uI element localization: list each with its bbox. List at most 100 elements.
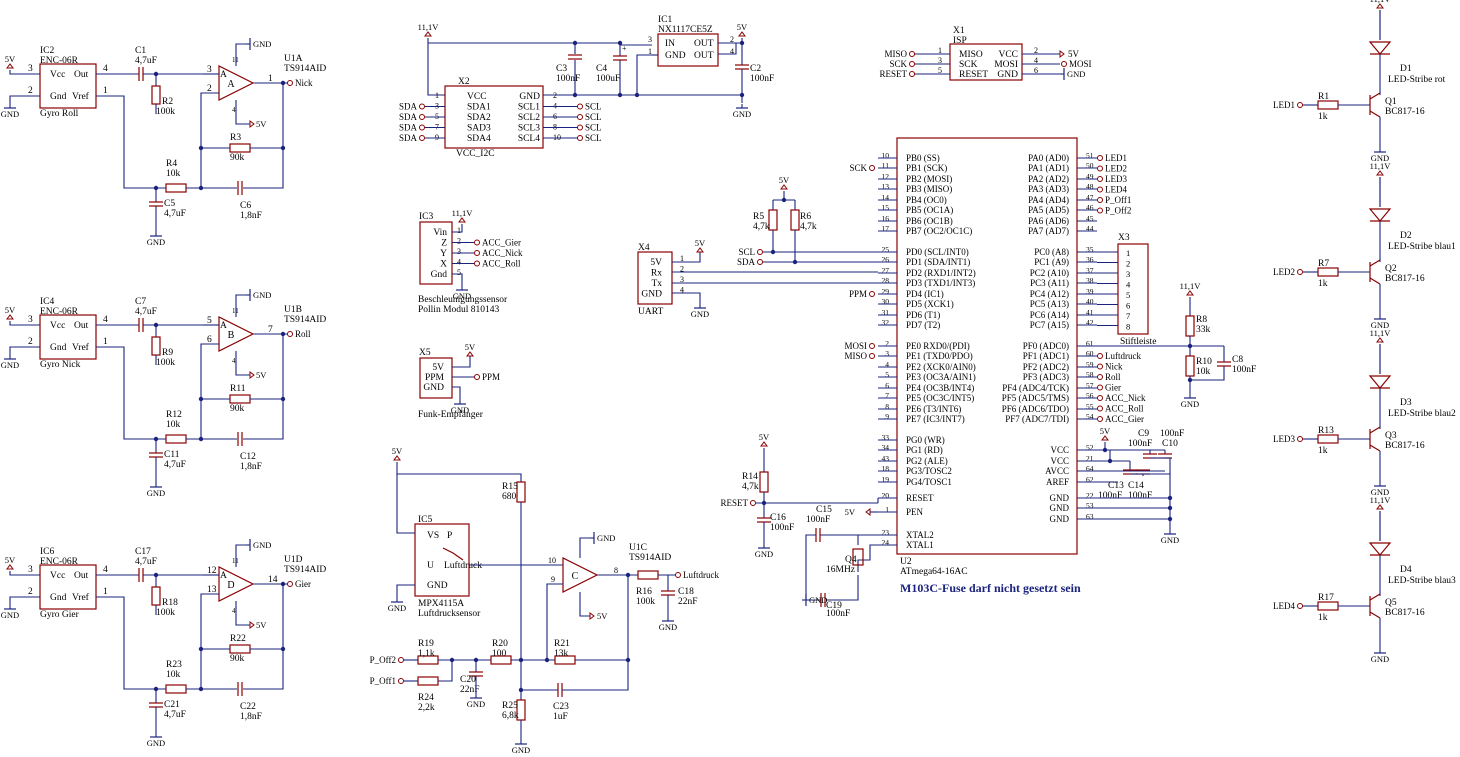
ref: C6 (240, 201, 251, 211)
supply-label: 5V (465, 342, 476, 352)
pin-num: 11 (232, 557, 239, 565)
junction-dot (625, 657, 631, 663)
ref: C20 (460, 675, 476, 685)
supply-arrow-icon (393, 455, 401, 461)
wire (243, 399, 284, 440)
mcu-pin-label: GND (1050, 514, 1070, 524)
ref: C22 (240, 702, 256, 712)
pin-label: SCK (959, 60, 978, 70)
val: 6,8k (502, 711, 519, 721)
mcu-pin-num: 51 (1086, 151, 1094, 160)
resistor (1317, 601, 1339, 611)
mcu-pin-label: PC5 (A13) (1030, 299, 1069, 309)
pin-num: 8 (614, 566, 618, 575)
pin-label: Gnd (50, 343, 67, 353)
net-port-icon (909, 71, 915, 77)
opamp-letter: D (227, 580, 234, 591)
ref: X5 (419, 348, 431, 358)
mcu-pin-num: 40 (1086, 297, 1094, 306)
pin-num: 1 (435, 91, 439, 100)
net-label: SCL (585, 133, 602, 143)
gyro-ref: IC6 (40, 547, 55, 557)
pin-label: U (427, 561, 434, 571)
pin-label: P (447, 531, 452, 541)
wire (200, 343, 219, 439)
ref: IC3 (419, 212, 434, 222)
net-label: Gier (1105, 383, 1121, 393)
gyro-label: Gyro Gier (40, 610, 80, 620)
ref: R1 (1318, 92, 1329, 102)
gnd-label: GND (453, 291, 471, 301)
pin-label: Y (440, 249, 447, 259)
val: 13k (554, 649, 569, 659)
net-label: ACC_Roll (1105, 404, 1144, 414)
mcu-pin-label: PC0 (A8) (1034, 247, 1069, 257)
supply-label: 5V (597, 611, 608, 621)
ref: C23 (553, 702, 569, 712)
opamp-letter: C (572, 571, 579, 582)
net-port-icon (869, 291, 875, 297)
mcu-pin-num: 44 (1086, 224, 1094, 233)
net-label: P_Off2 (1105, 206, 1131, 216)
net-label: ACC_Nick (482, 248, 523, 258)
net-port-icon (1097, 405, 1103, 412)
mcu-pin-num: 49 (1086, 172, 1094, 181)
pin-label: Z (441, 239, 447, 249)
resistor (790, 209, 800, 231)
pin-num: 1 (103, 587, 108, 597)
ref: D3 (1400, 398, 1412, 408)
mcu-pin-label: PA1 (AD1) (1028, 163, 1069, 173)
wire (579, 592, 590, 617)
net-label: PPM (849, 289, 867, 299)
supply-label: 5V (256, 370, 267, 380)
net-label: SDA (399, 133, 418, 143)
supply-arrow-icon (1186, 290, 1194, 296)
pin-num: 2 (28, 337, 33, 347)
gyro-box (39, 314, 97, 360)
pin-label: Tx (651, 279, 662, 289)
ref: C1 (135, 46, 146, 56)
supply-label: 5V (737, 22, 748, 32)
pin-num: 13 (207, 585, 217, 595)
ref: R6 (800, 212, 811, 222)
mcu-pin-num: 64 (1086, 464, 1094, 473)
junction-dot (280, 145, 286, 151)
mcu-pin-num: 18 (882, 464, 890, 473)
mcu-pin-label: PE6 (T3/INT6) (906, 404, 961, 414)
desc: Pollin Modul 810143 (418, 305, 500, 315)
pin-num: 2 (457, 237, 461, 246)
val: ATmega64-16AC (900, 567, 968, 577)
resistor (417, 676, 439, 686)
val: 4,7uF (164, 710, 186, 720)
val: TS914AID (629, 553, 671, 563)
net-port-icon (909, 51, 915, 57)
sign: A (220, 571, 227, 581)
mcu-pin-label: RESET (906, 493, 934, 503)
wire (452, 356, 471, 368)
junction-dot (1187, 343, 1193, 349)
gnd-label: GND (253, 39, 271, 49)
gyro-box (39, 564, 97, 610)
net-label: Roll (295, 329, 311, 339)
net-port-icon (1297, 269, 1303, 275)
pin-num: 7 (268, 325, 273, 335)
val: BC817-16 (1385, 107, 1425, 117)
resistor (165, 684, 187, 694)
mcu-pin-num: 24 (882, 538, 890, 547)
val: 4,7uF (164, 460, 186, 470)
mcu-pin-num: 60 (1086, 349, 1094, 358)
gnd-label: GND (147, 488, 165, 498)
pin-num: 3 (28, 64, 33, 74)
isp-box (949, 43, 1023, 81)
mcu-pin-num: 30 (882, 297, 890, 306)
net-label: SCK (849, 163, 867, 173)
supply-label: 5V (759, 432, 770, 442)
pin-label: 5V (432, 363, 444, 373)
supply-arrow-icon (458, 217, 466, 223)
header-box (1117, 243, 1149, 335)
pin-label: SAD3 (467, 124, 491, 134)
val: 1k (1318, 112, 1328, 122)
junction-dot (1102, 447, 1108, 453)
fuse-note: M103C-Fuse darf nicht gesetzt sein (900, 581, 1081, 595)
transistor-emitter (1369, 110, 1381, 118)
